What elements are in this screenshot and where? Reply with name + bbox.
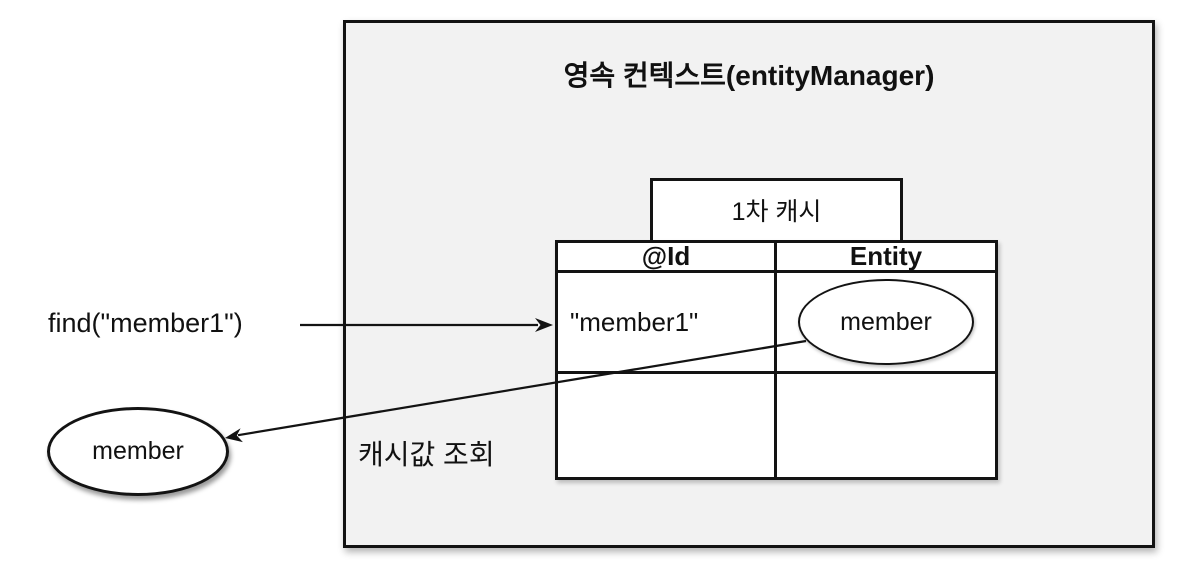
first-level-cache-label-box: 1차 캐시	[650, 178, 903, 248]
cache-table-header-id: @Id	[558, 241, 777, 273]
cache-table-row1-entity: member	[777, 273, 995, 374]
returned-entity-label: member	[92, 437, 184, 465]
cached-entity-label: member	[840, 307, 932, 336]
returned-entity-ellipse: member	[47, 407, 229, 496]
first-level-cache-label: 1차 캐시	[731, 198, 822, 226]
persistence-context-title: 영속 컨텍스트(entityManager)	[563, 60, 935, 91]
cache-table-row2-id	[558, 374, 777, 477]
cache-table-row1-id: "member1"	[558, 273, 777, 374]
cached-entity-ellipse: member	[798, 279, 974, 365]
cache-table-header-entity: Entity	[777, 241, 995, 273]
cache-lookup-caption: 캐시값 조회	[358, 439, 495, 470]
cache-table: @Id Entity "member1" member	[555, 240, 998, 480]
cache-table-row2-entity	[777, 374, 995, 477]
find-call-label: find("member1")	[48, 308, 243, 338]
